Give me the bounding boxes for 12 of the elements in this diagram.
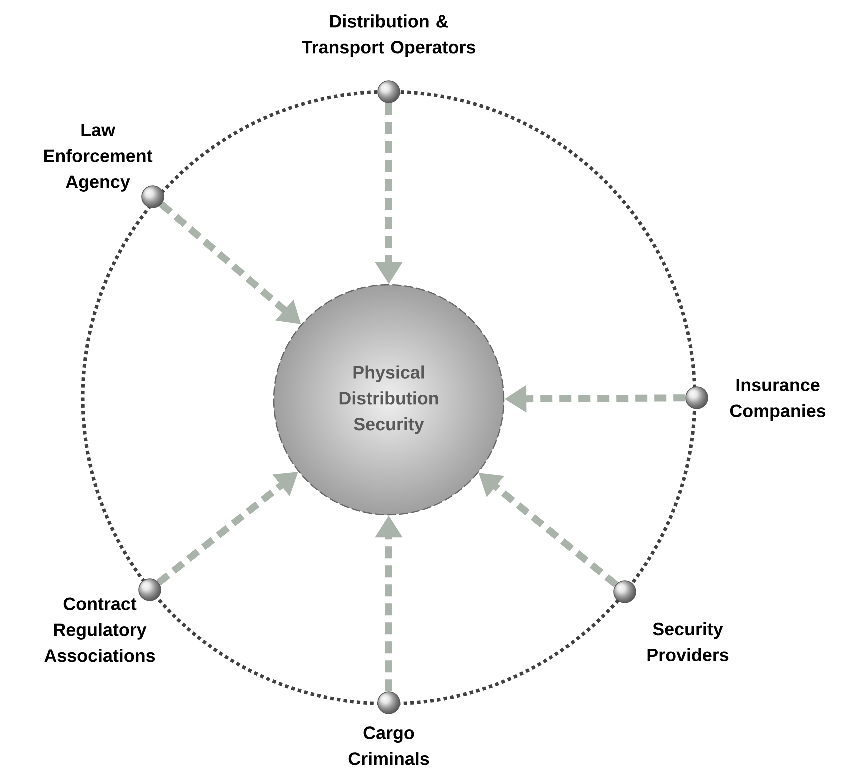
node-label: Cargo Criminals	[348, 726, 430, 766]
stakeholder-node: Insurance Companies	[686, 379, 826, 421]
stakeholder-node: Cargo Criminals	[348, 692, 430, 766]
node-label: Security Providers	[648, 622, 729, 662]
stakeholder-node: Contract Regulatory Associations	[44, 578, 162, 662]
stakeholder-node: Law Enforcement Agency	[44, 124, 164, 208]
stakeholder-node: Security Providers	[614, 580, 729, 662]
node-label: Law Enforcement Agency	[44, 124, 153, 192]
node-label: Distribution & Transport Operators	[302, 14, 476, 58]
stakeholder-node: Distribution & Transport Operators	[302, 14, 476, 104]
node-label: Contract Regulatory Associations	[44, 598, 156, 662]
node-label: Insurance Companies	[730, 379, 826, 421]
